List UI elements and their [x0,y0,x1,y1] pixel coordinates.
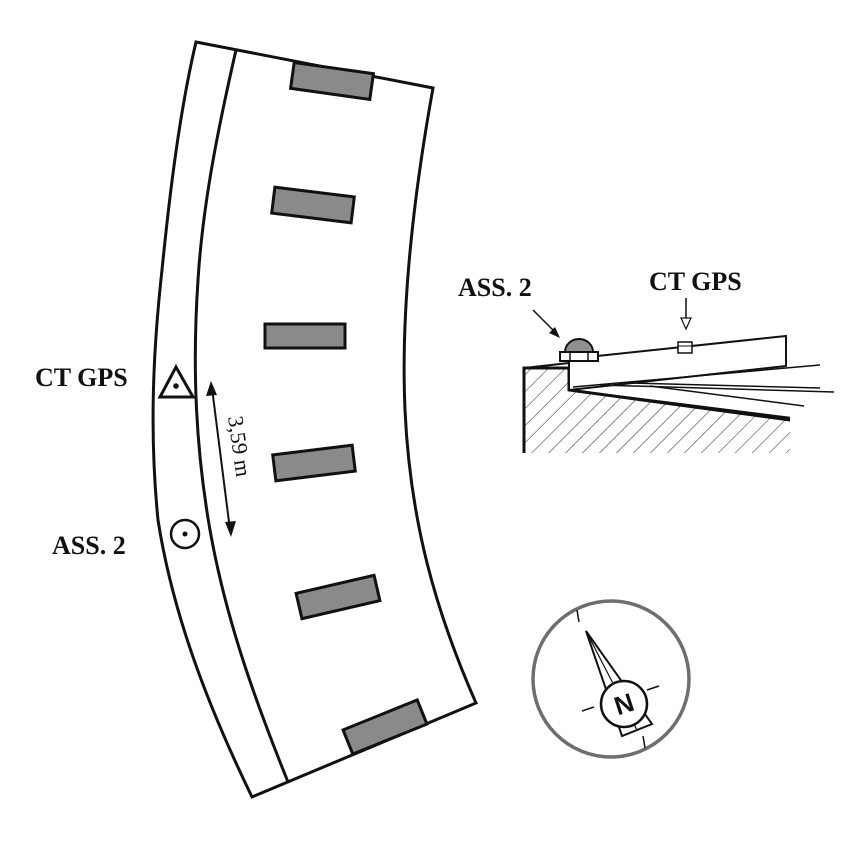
section-view: ASS. 2 CT GPS [458,267,835,453]
pier-1 [288,60,376,102]
pier-6 [341,698,429,756]
curb-line [193,49,290,783]
plan-gps-label: CT GPS [35,363,128,392]
beam-line-5 [574,389,791,420]
pier-3 [263,322,347,350]
anchor-dome-icon [559,338,599,362]
beam-line-3 [629,382,821,389]
dimension-arrow [206,381,236,537]
deck-outline [151,40,478,799]
pier-5 [294,573,382,621]
compass-rose: N [531,599,691,759]
section-gps-pointer [680,298,692,331]
deck-slab [568,334,787,392]
anchor-marker-icon [169,518,201,550]
section-gps-label: CT GPS [649,267,742,296]
gps-box-icon [677,341,693,354]
beam-line-4 [649,385,805,407]
pier-2 [270,185,356,225]
abutment-hatch [524,368,790,453]
plan-view: CT GPS ASS. 2 3,59 m [35,40,478,799]
beam-line-2 [599,384,835,393]
section-anchor-label: ASS. 2 [458,273,532,302]
gps-marker-icon [157,363,196,399]
beam-line-1 [572,364,821,388]
compass-hub [599,679,649,729]
pier-4 [271,443,357,483]
plan-anchor-label: ASS. 2 [52,531,126,560]
section-anchor-pointer [532,309,560,338]
